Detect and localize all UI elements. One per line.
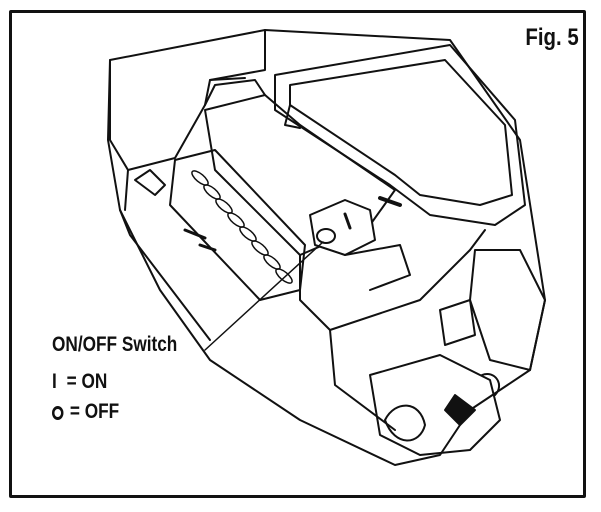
off-legend: = OFF [52,400,119,424]
off-legend-text: = OFF [69,400,120,423]
circle-icon [52,406,64,420]
on-symbol: I [52,370,57,393]
leader-line [204,241,324,351]
roller-ribs [191,170,293,284]
switch-callout-title: ON/OFF Switch [52,333,178,356]
top-plate [204,94,396,256]
on-legend-text: = ON [66,370,108,393]
connector-area [369,354,501,456]
switch-rocker [316,228,336,244]
switch-housing [309,199,376,256]
left-housing [109,29,266,171]
on-legend: I = ON [52,370,107,394]
figure-label: Fig. 5 [525,24,579,51]
